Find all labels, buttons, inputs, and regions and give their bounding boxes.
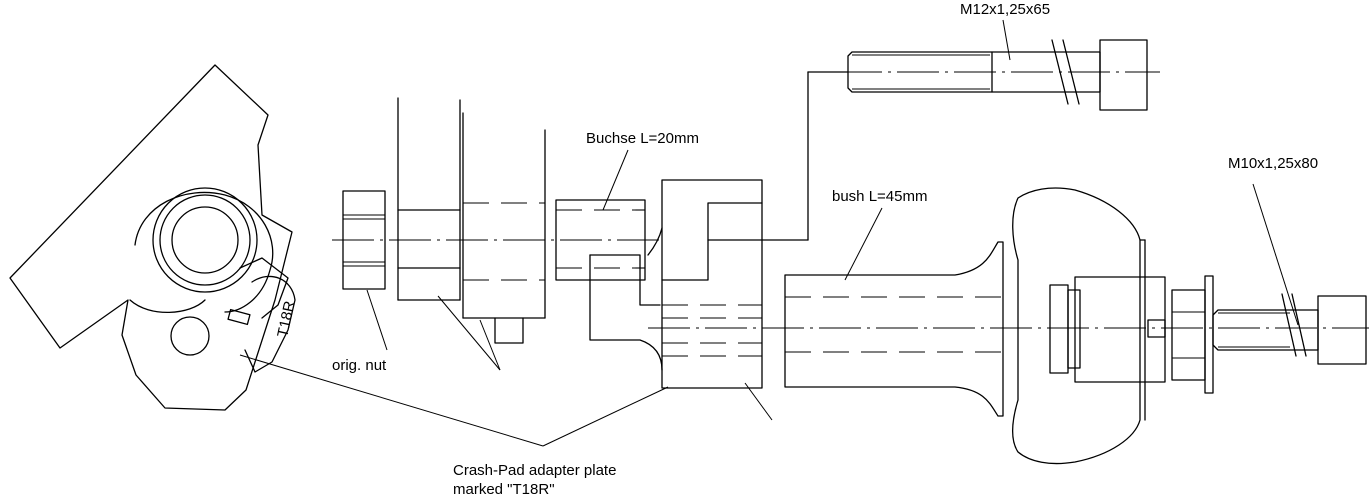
bush-45mm — [784, 241, 1004, 417]
bush-20mm — [555, 199, 646, 281]
washer-nut-right — [1171, 275, 1214, 394]
bolt-m10 — [1212, 293, 1367, 365]
adapter-block — [589, 71, 1369, 389]
crash-pad-knob — [1012, 187, 1166, 465]
label-bush-20mm: Buchse L=20mm — [586, 130, 699, 147]
label-adapter-plate-line1: Crash-Pad adapter plate — [453, 462, 616, 479]
bolt-m12 — [840, 39, 1160, 111]
adapter-plate-t18r: T18R — [244, 275, 299, 373]
label-bolt-m12: M12x1,25x65 — [960, 1, 1050, 18]
frame-bracket — [9, 64, 293, 411]
label-bolt-m10: M10x1,25x80 — [1228, 155, 1318, 172]
label-adapter-plate-line2: marked "T18R" — [453, 481, 555, 498]
label-bush-45mm: bush L=45mm — [832, 188, 927, 205]
leader-lines — [239, 19, 1299, 447]
label-original-nut: orig. nut — [332, 357, 387, 374]
spacer-plates — [397, 97, 546, 344]
